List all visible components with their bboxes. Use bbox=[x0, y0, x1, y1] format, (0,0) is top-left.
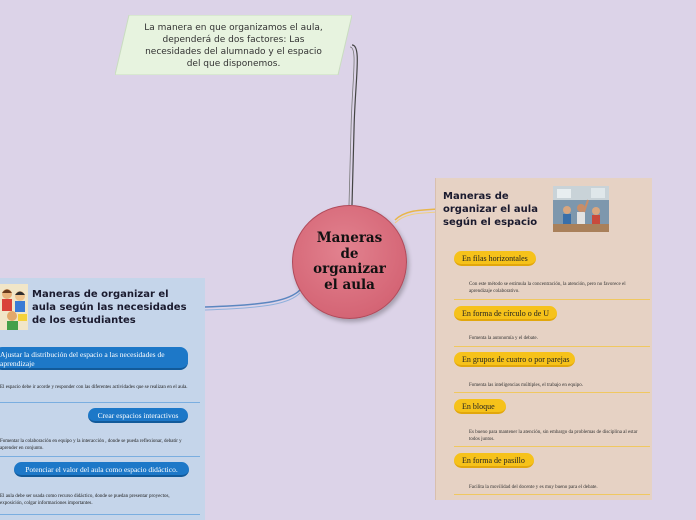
space-item-corridor-label: En forma de pasillo bbox=[462, 456, 525, 465]
space-item-groups-label: En grupos de cuatro o por parejas bbox=[462, 355, 570, 364]
space-item-block-label: En bloque bbox=[462, 402, 495, 411]
space-item-corridor-desc: Facilita la movilidad del docente y es m… bbox=[469, 485, 598, 490]
divider bbox=[454, 346, 650, 347]
central-topic-label: Maneras de organizar el aula bbox=[313, 230, 386, 293]
needs-panel-title[interactable]: Maneras de organizar el aula según las n… bbox=[32, 289, 187, 326]
needs-item-adjust-desc: El espacio debe ir acorde y responder co… bbox=[0, 385, 188, 390]
callout-shape bbox=[115, 15, 352, 75]
divider bbox=[0, 456, 200, 457]
space-item-rows-desc: Con este método se estimula la concentra… bbox=[469, 282, 626, 294]
callout-text: La manera en que organizamos el aula, de… bbox=[144, 23, 323, 69]
space-item-circle[interactable]: En forma de círculo o de U bbox=[454, 306, 557, 321]
space-item-circle-label: En forma de círculo o de U bbox=[462, 309, 550, 318]
space-item-corridor[interactable]: En forma de pasillo bbox=[454, 453, 534, 468]
space-item-groups-desc: Fomenta las inteligencias múltiples, el … bbox=[469, 383, 583, 388]
students-illustration-icon bbox=[0, 284, 28, 330]
intro-callout: La manera en que organizamos el aula, de… bbox=[115, 15, 352, 75]
space-item-block[interactable]: En bloque bbox=[454, 399, 506, 414]
needs-item-didactic-desc: El aula debe ser usada como recurso didá… bbox=[0, 494, 170, 506]
space-item-groups[interactable]: En grupos de cuatro o por parejas bbox=[454, 352, 575, 367]
divider bbox=[454, 494, 650, 495]
space-panel: Maneras de organizar el aula según el es… bbox=[435, 178, 652, 500]
needs-item-interactive[interactable]: Crear espacios interactivos bbox=[88, 408, 188, 423]
needs-panel: Maneras de organizar el aula según las n… bbox=[0, 278, 205, 520]
space-item-circle-desc: Fomenta la autonomía y el debate. bbox=[469, 336, 538, 341]
connector-callout bbox=[351, 44, 358, 206]
connector-left bbox=[204, 289, 301, 308]
connector-right bbox=[394, 208, 439, 221]
divider bbox=[454, 446, 650, 447]
classroom-photo-icon bbox=[553, 186, 609, 232]
needs-item-adjust-label: Ajustar la distribución del espacio a la… bbox=[0, 350, 165, 368]
needs-item-didactic[interactable]: Potenciar el valor del aula como espacio… bbox=[14, 462, 189, 477]
divider bbox=[454, 392, 650, 393]
divider bbox=[0, 402, 200, 403]
needs-item-adjust[interactable]: Ajustar la distribución del espacio a la… bbox=[0, 347, 188, 370]
needs-item-interactive-label: Crear espacios interactivos bbox=[97, 411, 179, 420]
needs-item-interactive-desc: Fomentar la colaboración en equipo y la … bbox=[0, 439, 182, 451]
space-panel-title[interactable]: Maneras de organizar el aula según el es… bbox=[443, 191, 538, 228]
divider bbox=[454, 299, 650, 300]
central-topic[interactable]: Maneras de organizar el aula bbox=[292, 205, 407, 319]
needs-item-didactic-label: Potenciar el valor del aula como espacio… bbox=[25, 465, 178, 474]
divider bbox=[0, 514, 200, 515]
space-item-rows[interactable]: En filas horizontales bbox=[454, 251, 536, 266]
space-item-rows-label: En filas horizontales bbox=[462, 254, 528, 263]
space-item-block-desc: Es bueno para mantener la atención, sin … bbox=[469, 430, 638, 442]
